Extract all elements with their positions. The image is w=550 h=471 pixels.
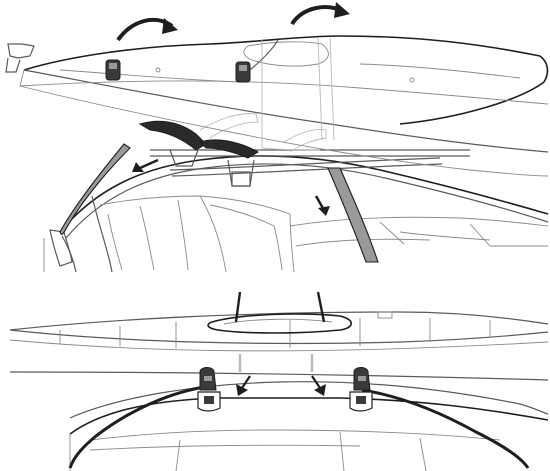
strap-right-top (327, 167, 379, 263)
car-body-bottom (69, 381, 549, 471)
curved-rotate-arrow-icon (290, 2, 350, 26)
kayak-side-bottom (9, 311, 549, 352)
bottom-panel (9, 291, 549, 471)
down-arrow-icon (311, 375, 326, 396)
buckle-right-top (235, 39, 279, 83)
strap-left-top (59, 143, 131, 235)
top-panel (5, 2, 549, 273)
kayak-top (5, 35, 549, 177)
curved-rotate-arrow-icon (116, 17, 178, 42)
strap-lines-bottom (234, 291, 326, 372)
buckle-right-bottom (349, 367, 373, 412)
buckle-left-top (105, 59, 121, 81)
down-arrow-icon (236, 375, 251, 396)
roof-bars-top (150, 149, 470, 187)
saddle-carriers-top (138, 113, 327, 159)
down-arrow-icon (314, 195, 330, 216)
kayak-underside-bottom (9, 371, 549, 381)
buckle-left-bottom (197, 367, 221, 412)
strap-right-bottom (361, 388, 530, 469)
car-body-top (43, 155, 549, 273)
strap-left-bottom (68, 384, 211, 469)
down-arrow-icon (132, 158, 159, 172)
